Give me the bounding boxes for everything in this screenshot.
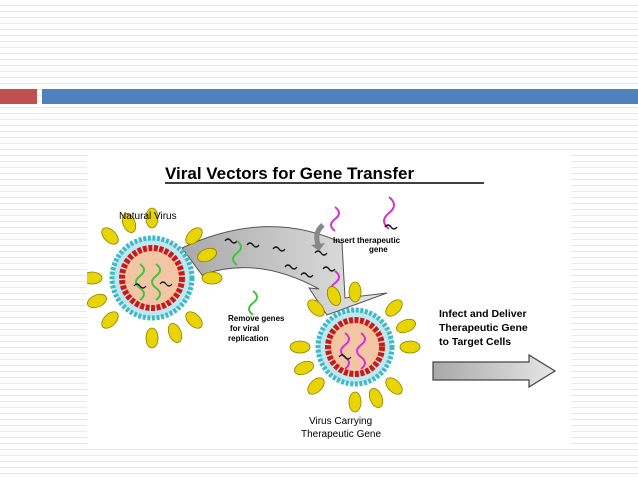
accent-bar-blue: [42, 89, 638, 104]
removed-green-gene-icon: [248, 290, 258, 316]
floating-magenta-gene-icon: [330, 206, 340, 232]
viral-vector-figure: Viral Vectors for Gene Transfer: [87, 153, 571, 447]
insert-label-line2: gene: [369, 245, 388, 254]
deliver-label-line1: Infect and Deliver: [439, 308, 527, 320]
deliver-label-line2: Therapeutic Gene: [439, 322, 528, 334]
green-gene-icon: [232, 240, 242, 266]
deliver-arrow: [432, 353, 557, 389]
remove-label-line3: replication: [228, 334, 269, 343]
carrier-virus: [289, 281, 421, 413]
carrier-label-line2: Therapeutic Gene: [301, 429, 381, 440]
accent-bar-red: [0, 89, 37, 104]
carrier-label-line1: Virus Carrying: [309, 416, 372, 427]
gene-fragments: [224, 238, 336, 278]
deliver-label-line3: to Target Cells: [439, 336, 511, 348]
natural-virus: [87, 207, 223, 349]
insert-label-line1: Insert therapeutic: [333, 236, 401, 245]
remove-label-line1: Remove genes: [228, 314, 285, 323]
remove-label-line2: for viral: [230, 324, 259, 333]
floating-magenta-gene-icon-2: [383, 196, 395, 230]
figure-title: Viral Vectors for Gene Transfer: [165, 164, 415, 183]
natural-virus-label: Natural Virus: [119, 211, 177, 222]
